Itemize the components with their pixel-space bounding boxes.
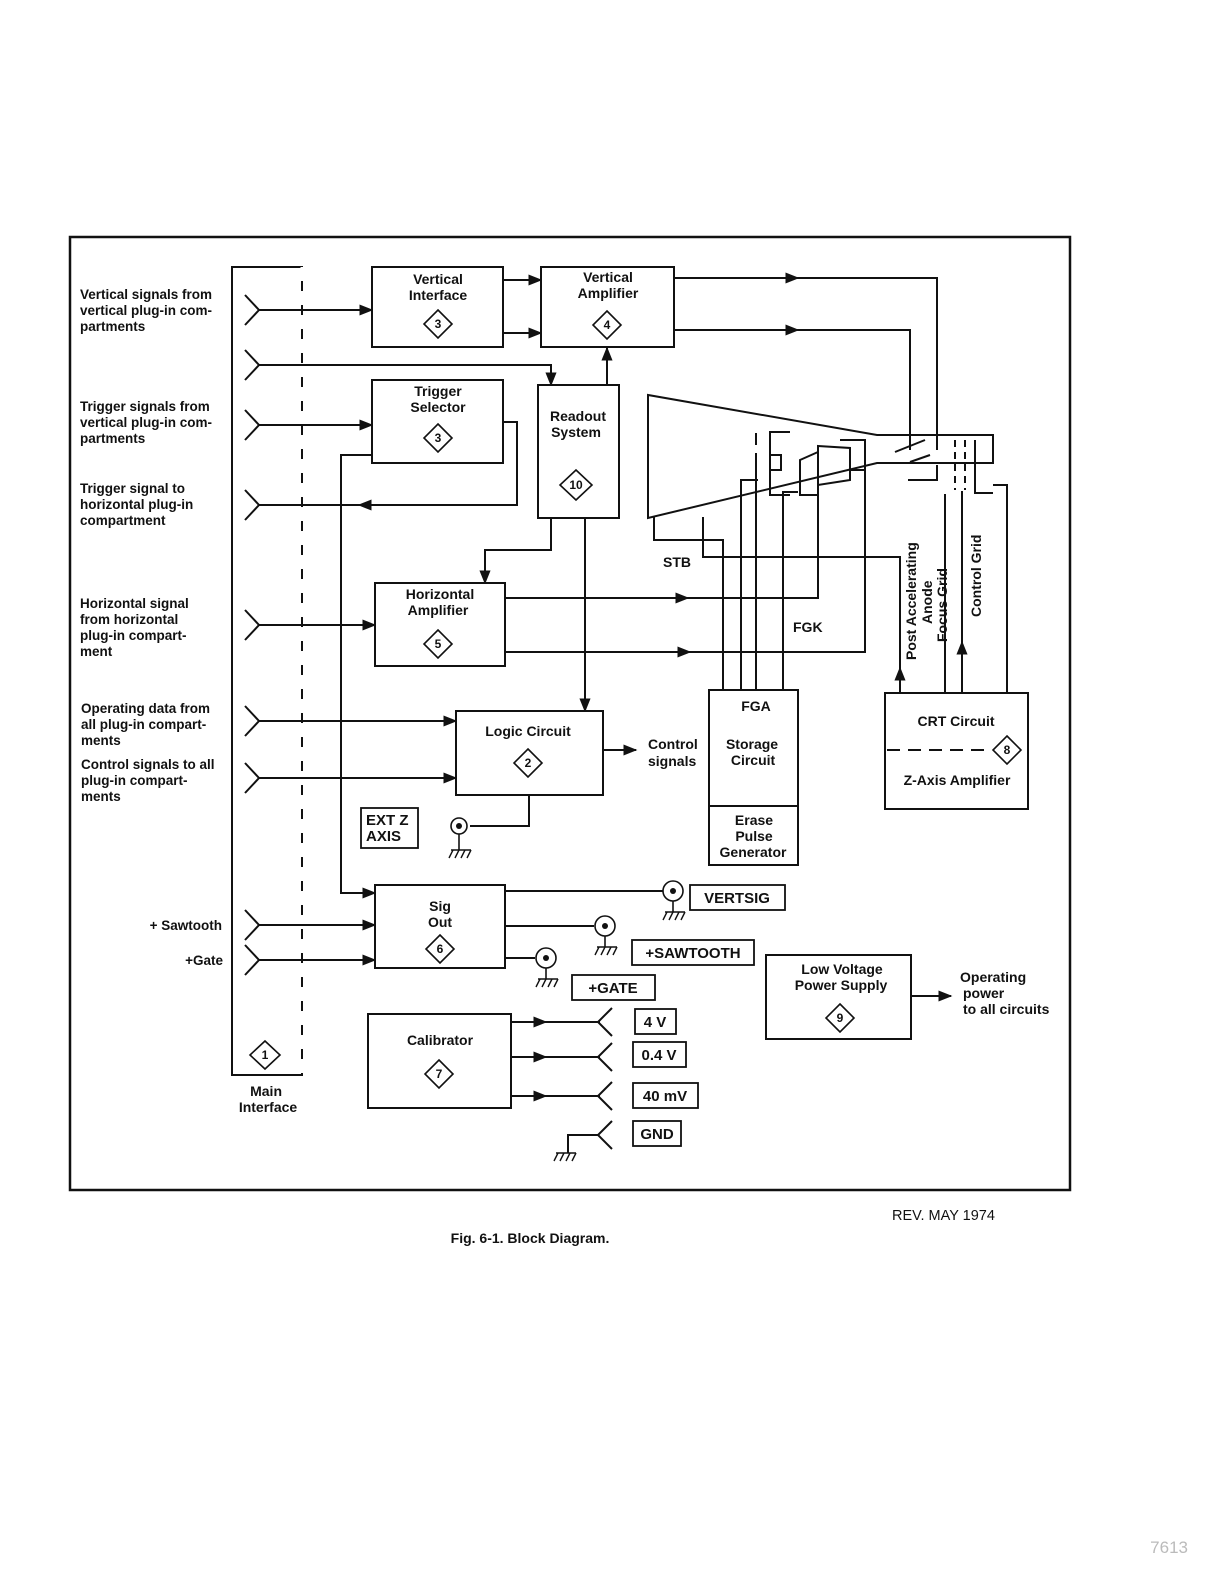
signal-wires [259,272,1008,1162]
horizontal-amplifier-number: 5 [435,637,442,651]
sig-out-number: 6 [437,942,444,956]
main-interface-number: 1 [262,1048,269,1062]
signal-labels: STB FGK Post Accelerating Anode Focus Gr… [648,535,1050,1017]
svg-text:FGA: FGA [741,698,771,714]
logic-circuit-block: Logic Circuit 2 [455,710,604,796]
focus-grid-label: Focus Grid [934,568,950,642]
cal-4v-label: 4 V [644,1014,667,1031]
vertical-amplifier-number: 4 [604,318,611,332]
sawtooth-out-label: +SAWTOOTH [645,945,740,962]
crt-circuit-block: CRT Circuit 8 Z-Axis Amplifier [884,692,1029,810]
post-accel-label: Post Accelerating [903,542,919,660]
vertical-interface-number: 3 [435,317,442,331]
trigger-selector-number: 3 [435,431,442,445]
vertsig-label: VERTSIG [704,890,770,907]
svg-text:Calibrator: Calibrator [407,1032,474,1048]
svg-text:Logic Circuit: Logic Circuit [485,723,571,739]
cal-04v-label: 0.4 V [641,1047,676,1064]
anode-label: Anode [919,580,935,624]
stb-label: STB [663,554,691,570]
diagram-frame [68,235,1072,1192]
control-grid-label: Control Grid [968,535,984,617]
crt-tube [647,393,994,520]
cal-40mv-label: 40 mV [643,1088,687,1105]
readout-system-number: 10 [569,478,583,492]
gnd-label: GND [640,1126,674,1143]
low-voltage-number: 9 [837,1011,844,1025]
main-interface-label: Main Interface [239,1083,298,1115]
gate-label: +Gate [185,953,223,968]
crt-circuit-number: 8 [1004,743,1011,757]
svg-text:CRT Circuit: CRT Circuit [918,713,995,729]
revision-label: REV. MAY 1974 [892,1208,995,1224]
logic-circuit-number: 2 [525,756,532,770]
calibrator-number: 7 [436,1067,443,1081]
svg-text:Z-Axis Amplifier: Z-Axis Amplifier [904,772,1011,788]
sawtooth-label: + Sawtooth [150,918,222,933]
calibrator-block: Calibrator 7 [367,1013,512,1109]
gate-out-label: +GATE [588,980,637,997]
page-number: 7613 [1150,1538,1188,1557]
fgk-label: FGK [793,619,823,635]
main-interface-block: 1 Main Interface [231,266,304,1115]
figure-caption: Fig. 6-1. Block Diagram. [451,1230,610,1246]
